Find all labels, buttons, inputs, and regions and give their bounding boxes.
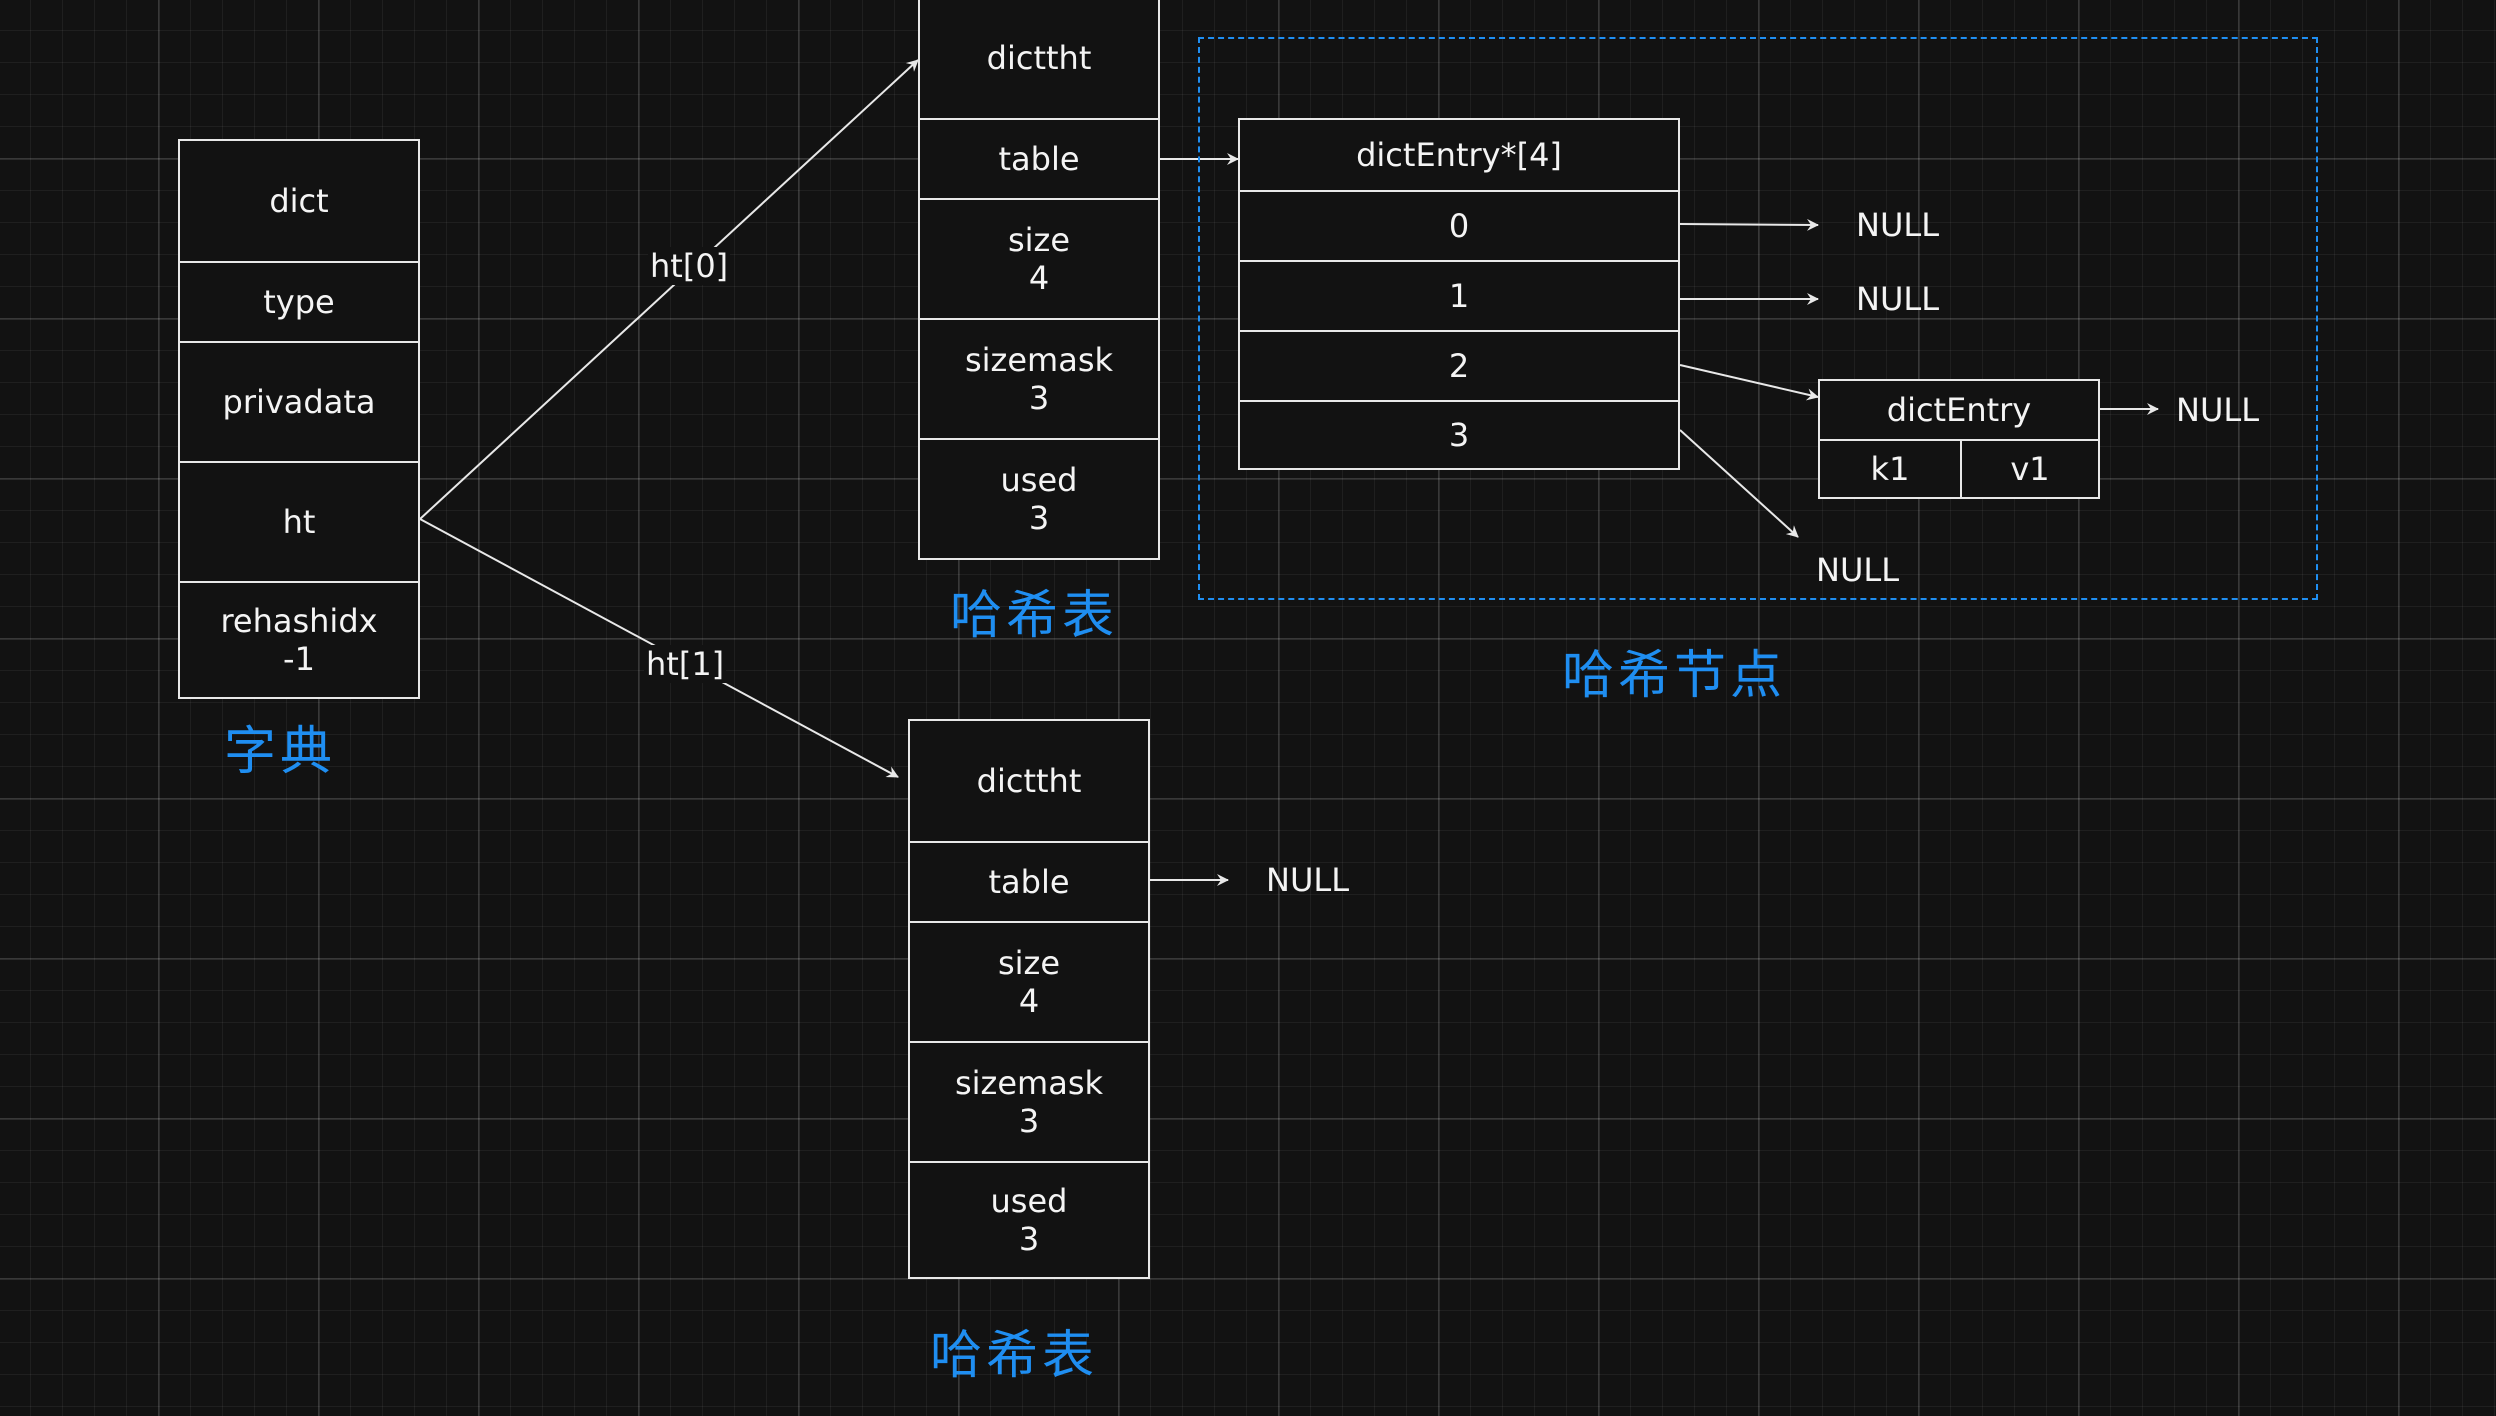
- dict-caption: 字典: [224, 722, 337, 782]
- entry-slot-3: 3: [1240, 400, 1678, 468]
- edge-ht0-label: ht[0]: [648, 247, 731, 285]
- dict-struct: dict type privadata ht rehashidx -1: [178, 139, 420, 699]
- dictht-0-table-label: table: [998, 140, 1080, 178]
- dict-field-privdata: privadata: [180, 341, 418, 461]
- dict-field-rehashidx-label: rehashidx: [220, 602, 378, 640]
- dict-field-type-label: type: [263, 283, 335, 321]
- edge-slot0-null: [1679, 218, 1819, 231]
- dictht-0-size: size 4: [920, 198, 1158, 318]
- edge-slot2-entry: [1679, 364, 1819, 401]
- dictht-1-table: table: [910, 841, 1148, 921]
- entry-slot-2: 2: [1240, 330, 1678, 400]
- entry-slot-0-target: NULL: [1856, 206, 1940, 244]
- dict-entry-title-label: dictEntry: [1886, 391, 2032, 429]
- dictht-0-header: dicttht: [920, 0, 1158, 118]
- dictht-1-header-label: dicttht: [976, 762, 1082, 800]
- dictht-0-size-label: size: [1007, 221, 1071, 259]
- entry-array-header-label: dictEntry*[4]: [1356, 136, 1562, 174]
- dictht-1-size-label: size: [997, 944, 1061, 982]
- edge-slot3-null: [1679, 429, 1799, 538]
- edge-ht0: [419, 59, 919, 520]
- dictht-1-used-value: 3: [1018, 1220, 1040, 1258]
- dictht-0-used-value: 3: [1028, 499, 1050, 537]
- dictht-1-table-target: NULL: [1266, 861, 1350, 899]
- entry-slot-0: 0: [1240, 190, 1678, 260]
- dictht-1-used: used 3: [910, 1161, 1148, 1277]
- dictht-1: dicttht table size 4 sizemask 3 used 3: [908, 719, 1150, 1279]
- edge-ht1-label: ht[1]: [644, 645, 727, 683]
- entry-slot-1-label: 1: [1448, 277, 1470, 315]
- dict-entry-next-target: NULL: [2176, 391, 2260, 429]
- entry-slot-3-target: NULL: [1816, 551, 1900, 589]
- dictht-0-sizemask-value: 3: [1028, 379, 1050, 417]
- dictht-1-sizemask: sizemask 3: [910, 1041, 1148, 1161]
- dictht-1-size-value: 4: [1018, 982, 1040, 1020]
- entry-slot-3-label: 3: [1448, 416, 1470, 454]
- dictht-0-sizemask-label: sizemask: [964, 341, 1114, 379]
- dictht-1-size: size 4: [910, 921, 1148, 1041]
- dictht-1-sizemask-label: sizemask: [954, 1064, 1104, 1102]
- dictht-0-header-label: dicttht: [986, 39, 1092, 77]
- hash-node-caption: 哈希节点: [1562, 646, 1787, 706]
- dict-header: dict: [180, 141, 418, 261]
- dict-entry-key: k1: [1820, 439, 1960, 497]
- dictht-0: dicttht table size 4 sizemask 3 used 3: [918, 0, 1160, 560]
- dict-field-rehashidx: rehashidx -1: [180, 581, 418, 697]
- entry-slot-0-label: 0: [1448, 207, 1470, 245]
- dictht-0-used-label: used: [1000, 461, 1078, 499]
- dict-field-rehashidx-value: -1: [283, 640, 315, 678]
- entry-slot-1-target: NULL: [1856, 280, 1940, 318]
- dict-field-privdata-label: privadata: [222, 383, 376, 421]
- hash-node-group-frame: [1198, 37, 2318, 600]
- dict-entry-value-label: v1: [2010, 450, 2050, 488]
- dictht-0-used: used 3: [920, 438, 1158, 558]
- entry-slot-1: 1: [1240, 260, 1678, 330]
- dict-field-ht-label: ht: [282, 503, 316, 541]
- dict-entry-key-label: k1: [1870, 450, 1910, 488]
- dictht-1-table-label: table: [988, 863, 1070, 901]
- dict-entry-title: dictEntry: [1820, 381, 2098, 439]
- dict-header-label: dict: [269, 182, 329, 220]
- dictht-0-table: table: [920, 118, 1158, 198]
- entry-slot-2-label: 2: [1448, 347, 1470, 385]
- dict-field-type: type: [180, 261, 418, 341]
- dictht-1-caption: 哈希表: [930, 1326, 1099, 1386]
- dictht-1-header: dicttht: [910, 721, 1148, 841]
- dict-field-ht: ht: [180, 461, 418, 581]
- dictht-1-sizemask-value: 3: [1018, 1102, 1040, 1140]
- dictht-1-used-label: used: [990, 1182, 1068, 1220]
- dictht-0-size-value: 4: [1028, 259, 1050, 297]
- entry-array-header: dictEntry*[4]: [1240, 120, 1678, 190]
- entry-array: dictEntry*[4] 0 1 2 3: [1238, 118, 1680, 470]
- dictht-0-sizemask: sizemask 3: [920, 318, 1158, 438]
- dictht-0-caption: 哈希表: [950, 586, 1119, 646]
- dict-entry-node: dictEntry k1 v1: [1818, 379, 2100, 499]
- dict-entry-value: v1: [1960, 439, 2098, 497]
